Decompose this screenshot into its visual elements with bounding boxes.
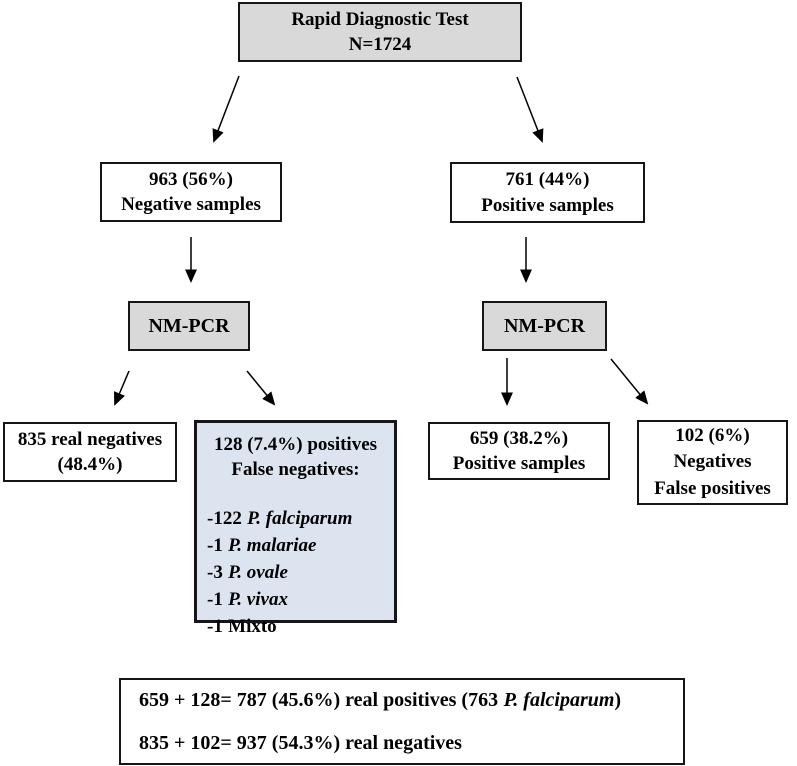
real-negatives-pct: (48.4%) bbox=[57, 454, 123, 475]
arrow-root-to-positive bbox=[516, 76, 544, 143]
false-positives-label2: False positives bbox=[654, 477, 771, 499]
arrow-root-to-negative bbox=[212, 75, 240, 143]
false-positives-box: 102 (6%) Negatives False positives bbox=[637, 420, 788, 505]
rdt-negative-label: Negative samples bbox=[121, 194, 261, 215]
root-box-rapid-diagnostic-test: Rapid Diagnostic Test N=1724 bbox=[238, 2, 522, 62]
pcr-positives-label: Positive samples bbox=[452, 453, 586, 474]
rdt-positive-count: 761 (44%) bbox=[505, 169, 590, 191]
arrow-nmpcr-to-false-negatives bbox=[246, 370, 276, 406]
nmpcr-left-box: NM-PCR bbox=[128, 301, 250, 351]
false-negatives-label: False negatives: bbox=[231, 459, 360, 481]
real-negatives-count: 835 real negatives bbox=[17, 428, 163, 450]
arrow-nmpcr-to-false-positives bbox=[610, 358, 649, 405]
summary-real-negatives: 835 + 102= 937 (54.3%) real negatives bbox=[139, 732, 462, 754]
false-negatives-count: 128 (7.4%) positives bbox=[213, 434, 378, 455]
root-n: N=1724 bbox=[348, 34, 412, 55]
false-positives-count: 102 (6%) bbox=[675, 424, 750, 446]
pcr-positives-box: 659 (38.2%) Positive samples bbox=[428, 422, 610, 480]
summary-box: 659 + 128= 787 (45.6%) real positives (7… bbox=[119, 678, 685, 765]
real-negatives-box: 835 real negatives (48.4%) bbox=[3, 422, 177, 482]
nmpcr-right-box: NM-PCR bbox=[482, 301, 607, 351]
rdt-positive-label: Positive samples bbox=[481, 194, 614, 216]
rdt-positive-samples-box: 761 (44%) Positive samples bbox=[450, 162, 645, 223]
summary-real-positives: 659 + 128= 787 (45.6%) real positives (7… bbox=[139, 688, 622, 711]
pcr-positives-count: 659 (38.2%) bbox=[469, 427, 569, 449]
false-negatives-box: 128 (7.4%) positives False negatives: -1… bbox=[194, 420, 397, 637]
nmpcr-right-label: NM-PCR bbox=[503, 314, 586, 337]
false-positives-label1: Negatives bbox=[673, 451, 752, 473]
nmpcr-left-label: NM-PCR bbox=[148, 314, 230, 337]
rdt-negative-count: 963 (56%) bbox=[149, 168, 233, 190]
arrow-nmpcr-to-real-negatives bbox=[114, 370, 130, 406]
rdt-negative-samples-box: 963 (56%) Negative samples bbox=[100, 162, 282, 222]
root-title: Rapid Diagnostic Test bbox=[291, 8, 469, 30]
